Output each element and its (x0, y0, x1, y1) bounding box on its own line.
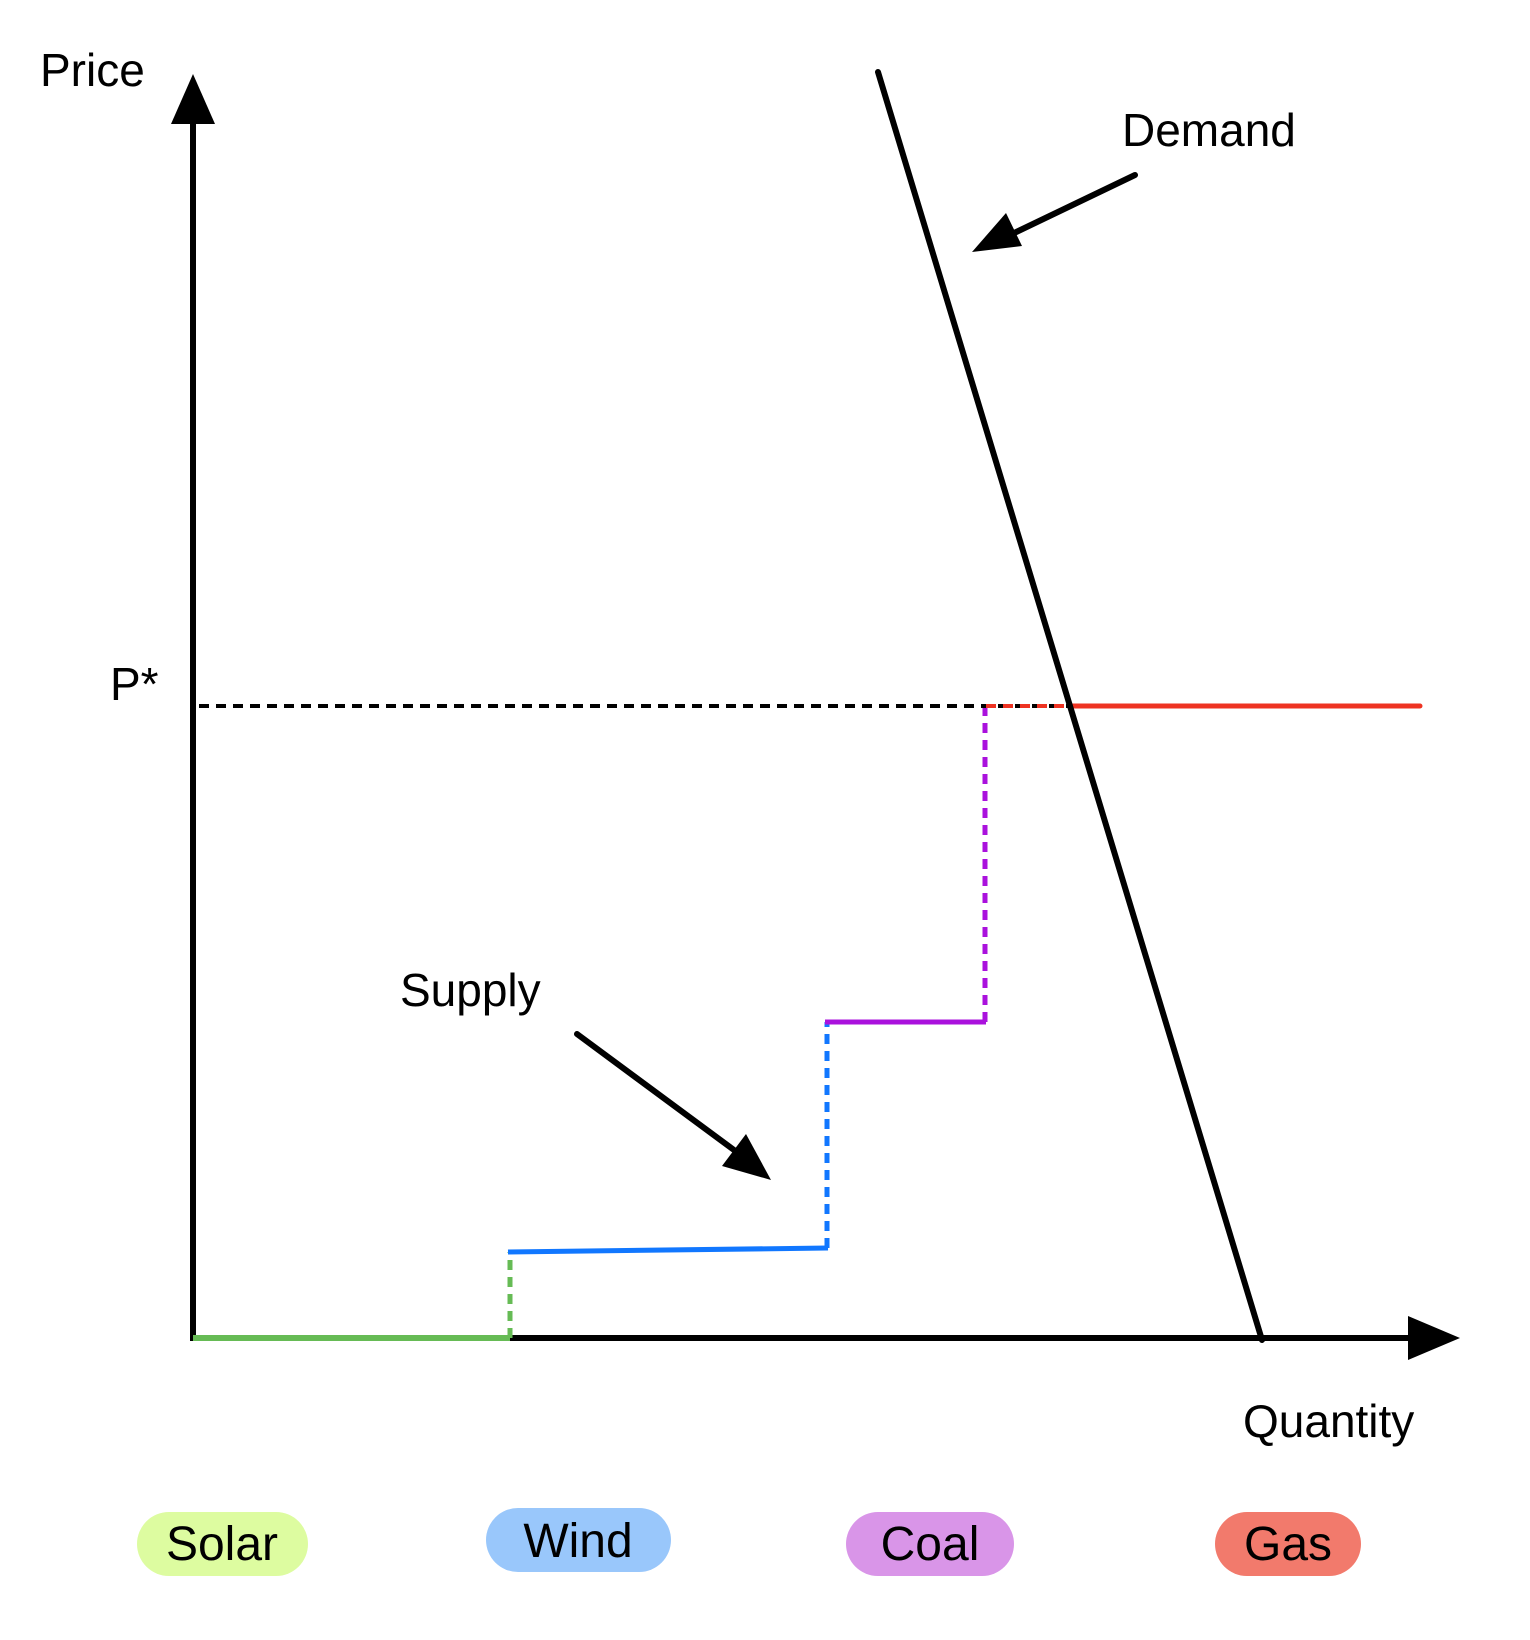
legend-item-gas: Gas (1215, 1512, 1361, 1576)
legend: Solar Wind Coal Gas (137, 1508, 1361, 1576)
demand-curve (875, 69, 1265, 1343)
supply-pointer-arrow-shaft (574, 1031, 737, 1153)
legend-swatch-wind (486, 1508, 671, 1572)
supply-pointer-arrowhead (722, 1134, 771, 1180)
legend-label-wind: Wind (523, 1515, 632, 1568)
quantity-axis-label: Quantity (1243, 1395, 1414, 1447)
legend-label-coal: Coal (881, 1518, 980, 1571)
legend-item-solar: Solar (137, 1512, 308, 1576)
price-axis-label: Price (40, 44, 145, 96)
price-axis-arrowhead (171, 74, 215, 124)
legend-label-solar: Solar (166, 1518, 278, 1571)
legend-swatch-solar (137, 1512, 308, 1576)
legend-label-gas: Gas (1244, 1518, 1332, 1571)
demand-pointer-arrow-shaft (1007, 172, 1138, 238)
legend-swatch-coal (846, 1512, 1014, 1576)
legend-item-coal: Coal (846, 1512, 1014, 1576)
legend-item-wind: Wind (486, 1508, 671, 1572)
quantity-axis-arrowhead (1408, 1316, 1460, 1360)
price-equilibrium-label: P* (110, 658, 159, 710)
legend-swatch-gas (1215, 1512, 1361, 1576)
supply-label: Supply (400, 964, 541, 1016)
supply-wind-segment (507, 1245, 829, 1255)
demand-label: Demand (1122, 104, 1296, 156)
demand-pointer-arrowhead (972, 213, 1022, 252)
